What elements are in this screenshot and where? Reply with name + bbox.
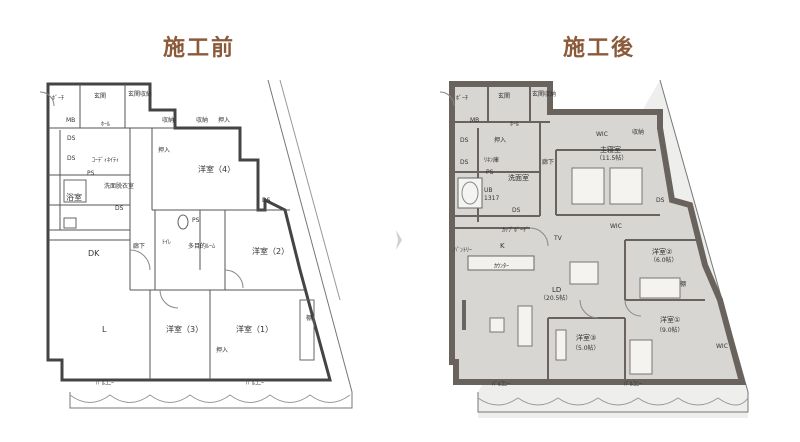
after-cupboard: ｶｯﾌﾟﾎﾞｰﾄﾞ xyxy=(502,227,529,234)
after-ds2: DS xyxy=(460,159,469,166)
after-wic3: WIC xyxy=(716,343,728,350)
before-multi: 多目的ﾙｰﾑ xyxy=(188,242,215,250)
after-k: K xyxy=(500,242,505,250)
before-storage2: 収納 xyxy=(196,116,208,124)
before-ds3: DS xyxy=(115,205,124,212)
after-hall: ﾎｰﾙ xyxy=(510,121,519,128)
after-room2-size: （6.0帖） xyxy=(650,256,678,264)
before-balcony2: ﾊﾞﾙｺﾆｰ xyxy=(246,380,264,387)
before-mb: MB xyxy=(66,117,75,124)
before-closet: 押入 xyxy=(218,116,230,124)
after-master: 主寝室 xyxy=(600,145,621,154)
after-ds4: DS xyxy=(656,197,665,204)
before-dk: DK xyxy=(88,249,100,258)
before-title: 施工前 xyxy=(163,35,236,61)
before-genkan-storage: 玄関収納 xyxy=(128,90,152,98)
after-genkan-storage: 玄関収納 xyxy=(532,90,556,98)
before-room4: 洋室（4） xyxy=(198,164,235,174)
after-closet: 押入 xyxy=(494,136,506,144)
before-l: L xyxy=(102,325,107,334)
before-corridor: 廊下 xyxy=(133,242,145,250)
before-closet2: 押入 xyxy=(158,146,170,154)
after-balcony2: ﾊﾞﾙｺﾆｰ xyxy=(624,381,642,388)
after-counter: ｶｳﾝﾀｰ xyxy=(494,263,509,270)
after-shelf: 棚 xyxy=(680,280,686,288)
after-genkan: 玄関 xyxy=(498,92,510,100)
after-labels: 玄関 玄関収納 ﾎﾞｰﾁ MB ﾎｰﾙ WIC WIC WIC 押入 収納 DS… xyxy=(454,90,728,388)
after-ub-size: 1317 xyxy=(484,195,499,202)
before-balcony1: ﾊﾞﾙｺﾆｰ xyxy=(96,380,114,387)
before-ds1: DS xyxy=(67,135,76,142)
after-door: ﾎﾞｰﾁ xyxy=(456,95,468,102)
after-wic1: WIC xyxy=(596,131,608,138)
before-genkan: 玄関 xyxy=(94,92,106,100)
before-ps2: PS xyxy=(192,217,200,224)
after-wic2: WIC xyxy=(610,223,622,230)
after-tv: TV xyxy=(553,235,563,242)
before-storage1: 収納 xyxy=(162,116,174,124)
before-ds2: DS xyxy=(67,155,76,162)
after-ds3: DS xyxy=(512,207,521,214)
before-washroom: 洗面脱衣室 xyxy=(104,182,134,190)
after-corridor: 廊下 xyxy=(542,158,554,166)
arrow-right-icon xyxy=(396,230,402,250)
after-pantry: ﾊﾟﾝﾄﾘｰ xyxy=(454,247,472,254)
after-room3-size: （5.0帖） xyxy=(572,344,600,352)
after-ps1: PS xyxy=(486,169,494,176)
after-master-size: （11.5帖） xyxy=(596,154,627,162)
after-title: 施工後 xyxy=(563,35,636,61)
after-storage: 収納 xyxy=(632,128,644,136)
before-room3: 洋室（3） xyxy=(166,324,203,334)
after-balcony1: ﾊﾞﾙｺﾆｰ xyxy=(492,381,510,388)
before-room2: 洋室（2） xyxy=(252,246,289,256)
after-ub: UB xyxy=(484,187,493,194)
after-room3: 洋室③ xyxy=(576,333,596,342)
after-room1-size: （9.0帖） xyxy=(656,326,684,334)
after-room2: 洋室② xyxy=(652,247,672,256)
before-closet3: 押入 xyxy=(216,346,228,354)
before-ds4: DS xyxy=(262,197,271,204)
before-shelf: 棚 xyxy=(306,314,312,322)
before-toilet: ﾄｲﾚ xyxy=(162,239,171,246)
before-hall: ﾎｰﾙ xyxy=(101,121,110,128)
after-ld-size: （20.5帖） xyxy=(540,294,571,302)
after-plan xyxy=(439,79,749,418)
before-bath: 浴室 xyxy=(66,192,82,202)
after-ld: LD xyxy=(552,286,561,294)
after-linen: ﾘﾈﾝ庫 xyxy=(484,156,499,164)
before-ps1: PS xyxy=(87,170,95,177)
after-room1: 洋室① xyxy=(660,315,680,324)
before-labels: 玄関 玄関収納 ﾎﾞｰﾁ MB ﾎｰﾙ 収納 収納 押入 押入 DS DS DS… xyxy=(52,90,312,387)
after-mb: MB xyxy=(470,117,479,124)
after-washroom: 洗面室 xyxy=(508,173,529,182)
before-plan xyxy=(39,79,353,409)
before-door: ﾎﾞｰﾁ xyxy=(52,95,64,102)
before-room1: 洋室（1） xyxy=(236,324,273,334)
before-coordinate: ｺｰﾃﾞｨﾈｲﾃｨ xyxy=(92,157,119,164)
after-ds1: DS xyxy=(460,137,469,144)
